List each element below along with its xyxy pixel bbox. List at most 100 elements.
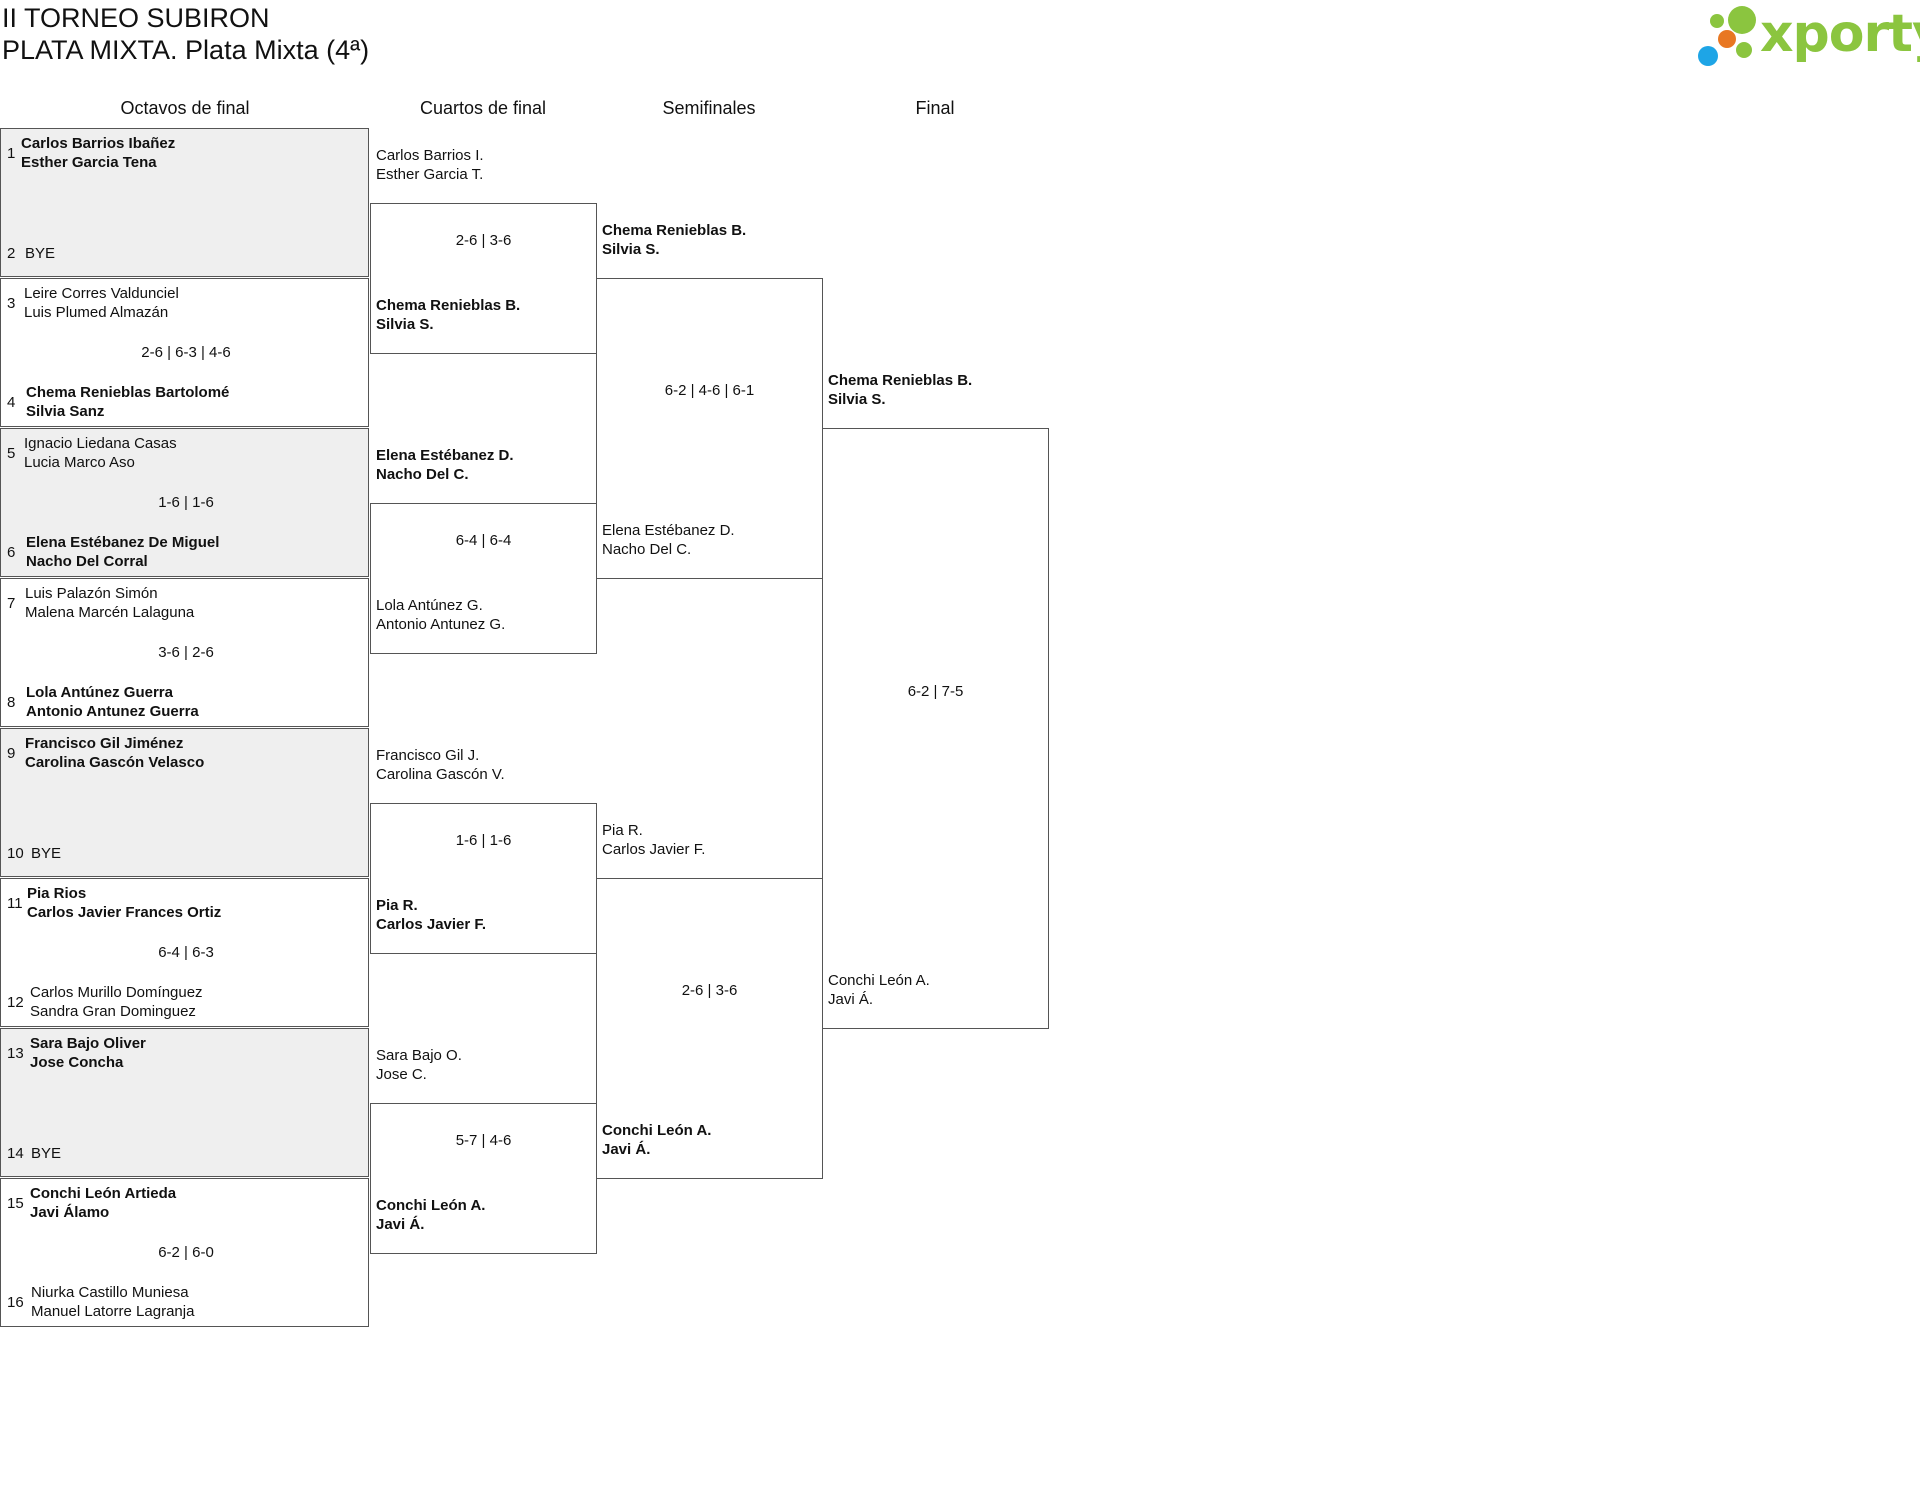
sf1-bottom-team: Elena Estébanez D. Nacho Del C. [602,521,735,559]
seed-number: 10 [7,845,24,862]
player-name: Elena Estébanez De Miguel [26,534,220,551]
player-name: Antonio Antunez Guerra [26,703,199,720]
match-score: 2-6 | 6-3 | 4-6 [141,344,231,361]
player-name: Javi Á. [376,1216,425,1233]
player-name: Manuel Latorre Lagranja [31,1303,195,1320]
round-header-octavos: Octavos de final [120,98,250,118]
final-bracket [822,428,1049,1029]
player-name: Pia R. [376,897,418,914]
player-name: Sandra Gran Dominguez [30,1003,196,1020]
seed-number: 5 [7,445,16,462]
qf2-bottom-team: Lola Antúnez G. Antonio Antunez G. [376,596,505,634]
seed-number: 16 [7,1294,24,1311]
sf1-top-team: Chema Renieblas B. Silvia S. [602,221,746,259]
seed-number: 3 [7,295,16,312]
player-name: Silvia S. [828,391,886,408]
final-bottom-team: Conchi León A. Javi Á. [828,971,930,1009]
seed-number: 2 [7,245,16,262]
player-name: Carlos Barrios I. [376,147,484,164]
qf3-top-team: Francisco Gil J. Carolina Gascón V. [376,746,505,784]
match-score: 6-4 | 6-3 [158,944,214,961]
team-names: Sara Bajo Oliver Jose Concha [30,1034,146,1072]
round-header-final: Final [915,98,955,118]
player-name: Nacho Del C. [376,466,469,483]
player-name: Elena Estébanez D. [602,522,735,539]
match-score: 6-2 | 6-0 [158,1244,214,1261]
seed-number: 8 [7,694,16,711]
seed-number: 11 [7,895,23,912]
qf2-top-team: Elena Estébanez D. Nacho Del C. [376,446,514,484]
player-name: Javi Á. [828,991,874,1008]
r16-match-8: 15 Conchi León Artieda Javi Álamo 6-2 | … [0,1178,369,1327]
player-name: Chema Renieblas B. [828,372,973,389]
bye-label: BYE [31,845,62,862]
xporty-logo: xporty [1698,4,1920,68]
logo-dot-green-icon [1728,6,1756,34]
player-name: Antonio Antunez G. [376,616,506,633]
player-name: Luis Palazón Simón [25,585,158,602]
player-name: Chema Renieblas B. [376,297,521,314]
team-names: Conchi León Artieda Javi Álamo [30,1184,176,1222]
team-names: Francisco Gil Jiménez Carolina Gascón Ve… [25,734,204,772]
team-names: Lola Antúnez Guerra Antonio Antunez Guer… [26,683,199,721]
player-name: Carolina Gascón V. [376,766,505,783]
player-name: Esther Garcia Tena [21,154,157,171]
team-names: Elena Estébanez De Miguel Nacho Del Corr… [26,533,219,571]
player-name: Conchi León A. [376,1197,486,1214]
logo-dot-orange-icon [1718,30,1736,48]
player-name: Carlos Murillo Domínguez [30,984,203,1001]
player-name: Francisco Gil J. [376,747,480,764]
player-name: Carlos Javier Frances Ortiz [27,904,222,921]
final-top-team: Chema Renieblas B. Silvia S. [828,371,972,409]
player-name: Sara Bajo Oliver [30,1035,146,1052]
seed-number: 9 [7,745,16,762]
sf2-top-team: Pia R. Carlos Javier F. [602,821,705,859]
qf1-top-team: Carlos Barrios I. Esther Garcia T. [376,146,484,184]
player-name: Nacho Del Corral [26,553,148,570]
r16-match-7: 13 Sara Bajo Oliver Jose Concha 14 BYE [0,1028,369,1177]
seed-number: 4 [7,394,16,411]
player-name: Luis Plumed Almazán [24,304,169,321]
player-name: Jose C. [376,1066,427,1083]
r16-match-1: 1 Carlos Barrios Ibañez Esther Garcia Te… [0,128,369,277]
qf4-top-team: Sara Bajo O. Jose C. [376,1046,462,1084]
team-names: Leire Corres Valdunciel Luis Plumed Alma… [24,284,179,322]
qf3-bottom-team: Pia R. Carlos Javier F. [376,896,486,934]
qf1-score: 2-6 | 3-6 [455,232,512,249]
player-name: Conchi León Artieda [30,1185,177,1202]
player-name: Lola Antúnez G. [376,597,483,614]
r16-match-6: 11 Pia Rios Carlos Javier Frances Ortiz … [0,878,369,1027]
qf4-score: 5-7 | 4-6 [455,1132,512,1149]
player-name: Malena Marcén Lalaguna [25,604,195,621]
player-name: Esther Garcia T. [376,166,484,183]
player-name: Silvia S. [376,316,434,333]
round-header-cuartos: Cuartos de final [419,98,547,118]
r16-match-3: 5 Ignacio Liedana Casas Lucia Marco Aso … [0,428,369,577]
r16-match-5: 9 Francisco Gil Jiménez Carolina Gascón … [0,728,369,877]
team-names: Ignacio Liedana Casas Lucia Marco Aso [24,434,177,472]
player-name: Pia Rios [27,885,87,902]
player-name: Pia R. [602,822,643,839]
player-name: Carlos Javier F. [376,916,487,933]
player-name: Conchi León A. [602,1122,712,1139]
team-names: Luis Palazón Simón Malena Marcén Lalagun… [25,584,194,622]
logo-dot-blue-icon [1698,46,1718,66]
player-name: Leire Corres Valdunciel [24,285,179,302]
sf1-score: 6-2 | 4-6 | 6-1 [664,382,755,399]
team-names: Pia Rios Carlos Javier Frances Ortiz [27,884,221,922]
qf1-bottom-team: Chema Renieblas B. Silvia S. [376,296,520,334]
seed-number: 13 [7,1045,24,1062]
player-name: Carlos Javier F. [602,841,706,858]
team-names: Chema Renieblas Bartolomé Silvia Sanz [26,383,229,421]
player-name: Chema Renieblas B. [602,222,747,239]
seed-number: 1 [7,145,16,162]
team-names: Carlos Barrios Ibañez Esther Garcia Tena [21,134,175,172]
player-name: Conchi León A. [828,972,930,989]
player-name: Jose Concha [30,1054,124,1071]
qf4-bottom-team: Conchi León A. Javi Á. [376,1196,485,1234]
qf3-score: 1-6 | 1-6 [455,832,512,849]
player-name: Carlos Barrios Ibañez [21,135,176,152]
player-name: Silvia Sanz [26,403,105,420]
team-names: Niurka Castillo Muniesa Manuel Latorre L… [31,1283,194,1321]
bye-label: BYE [25,245,56,262]
